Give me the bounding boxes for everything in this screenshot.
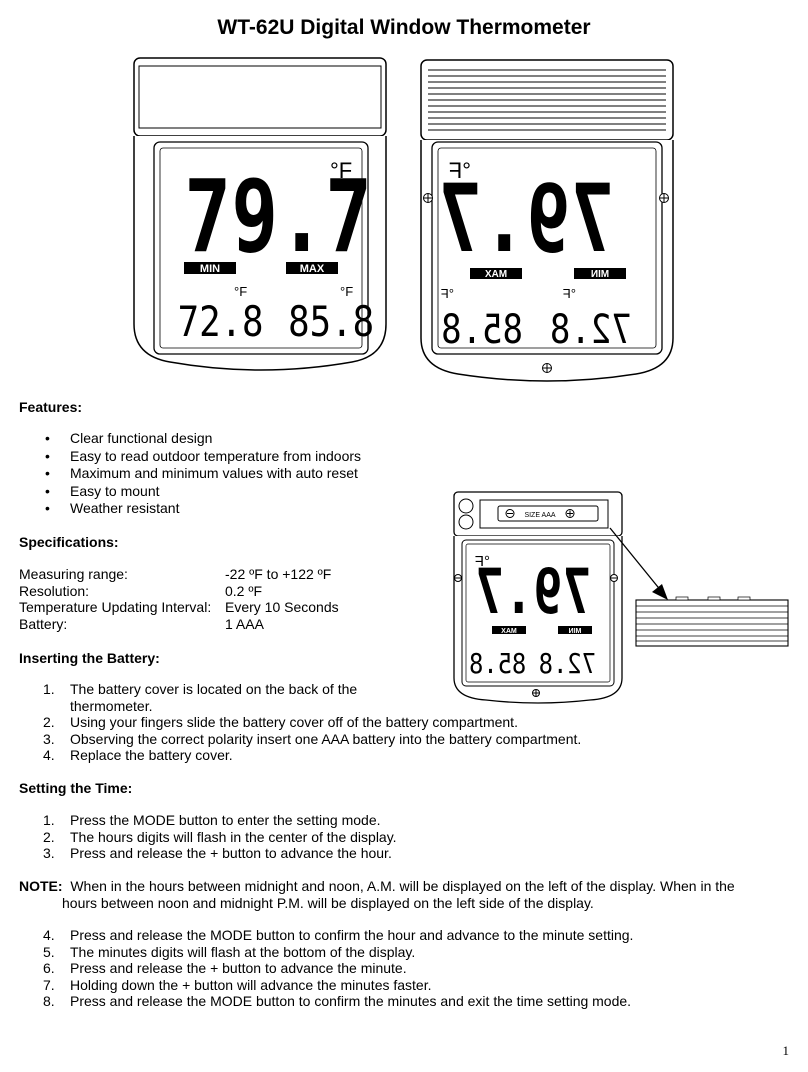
specifications-heading: Specifications: [19,534,119,550]
step-number: 3. [43,730,55,747]
list-item: Maximum and minimum values with auto res… [19,465,439,483]
step-text: Press and release the MODE button to con… [70,993,632,1009]
page-number: 1 [782,1043,790,1058]
rear-min-value: 72.8 [550,306,632,352]
step-text: Press and release the + button to advanc… [70,845,392,861]
step-number: 4. [43,747,55,763]
step-number: 8. [43,993,55,1009]
step-text: The battery cover is located on the back… [70,681,358,697]
step-text: Observing the correct polarity insert on… [70,730,582,747]
battery-size-label: SIZE AAA [524,512,555,519]
step-text: Holding down the + button will advance t… [70,976,432,993]
rear-max-unit: °F [441,286,454,301]
step-number: 2. [43,828,55,845]
specifications-table: Measuring range: -22 ºF to +122 ºF Resolu… [19,566,339,632]
step-text: Replace the battery cover. [70,747,233,763]
rear-min-label: MIN [591,269,609,280]
list-item: 8. Press and release the MODE button to c… [19,993,779,1010]
list-item: 3. Press and release the + button to adva… [19,845,779,862]
step-number: 1. [43,681,55,697]
rear-max-value: 85.8 [441,306,523,352]
list-item: 4. Replace the battery cover. [19,747,779,764]
step-text: Using your fingers slide the battery cov… [70,714,518,730]
step-number: 7. [43,976,55,993]
front-min-label: MIN [200,263,220,275]
list-item: Easy to read outdoor temperature from in… [19,448,439,466]
setting-time-heading: Setting the Time: [19,780,133,796]
step-text: Press the MODE button to enter the setti… [70,812,381,828]
step-text: Press and release the + button to advanc… [70,960,407,976]
step-text: The hours digits will flash in the cente… [70,828,397,845]
spec-value: -22 ºF to +122 ºF [225,566,332,582]
inserting-battery-heading: Inserting the Battery: [19,650,160,666]
spec-label: Temperature Updating Interval: [19,599,212,615]
small-max-label: MAX [501,628,517,635]
list-item: Weather resistant [19,500,439,518]
step-number: 2. [43,714,55,730]
list-item: 2. The hours digits will flash in the cen… [19,829,779,846]
spec-label: Resolution: [19,582,90,599]
list-item: 1. The battery cover is located on the ba… [19,681,779,714]
list-item: 1. Press the MODE button to enter the set… [19,812,779,829]
list-item: 3. Observing the correct polarity insert … [19,731,779,748]
step-text: Press and release the MODE button to con… [70,927,634,943]
time-steps-list-b: 4. Press and release the MODE button to c… [19,927,779,1010]
battery-compartment-illustration: SIZE AAA 79.7 °F MIN MAX 72.8 85.8 [453,491,789,704]
list-item: 6. Press and release the + button to adva… [19,960,779,977]
spec-label: Measuring range: [19,566,128,582]
note-line-1: When in the hours between midnight and n… [70,878,735,894]
small-main-unit: °F [475,553,490,570]
rear-max-label: MAX [485,269,508,280]
front-main-unit: °F [330,158,352,183]
step-number: 1. [43,812,55,828]
features-list: Clear functional design Easy to read out… [19,430,439,518]
table-row: Battery: 1 AAA [19,616,339,633]
rear-main-unit: °F [449,158,471,183]
features-heading: Features: [19,399,83,415]
front-min-unit: °F [234,284,247,299]
battery-steps-list: 1. The battery cover is located on the ba… [19,681,779,764]
spec-value: 1 AAA [225,615,264,632]
document-title: WT-62U Digital Window Thermometer [217,16,591,39]
spec-label: Battery: [19,615,68,632]
list-item: Easy to mount [19,483,439,501]
step-number: 5. [43,943,55,960]
list-item: 5. The minutes digits will flash at the b… [19,944,779,961]
rear-min-unit: °F [563,286,576,301]
step-text-cont: thermometer. [70,697,153,714]
list-item: Clear functional design [19,430,439,448]
rear-main-temp: 79.7 [438,164,615,273]
small-min-label: MIN [569,628,582,635]
table-row: Measuring range: -22 ºF to +122 ºF [19,566,339,583]
front-max-label: MAX [300,263,325,275]
spec-value: 0.2 ºF [225,582,263,599]
thermometer-rear-illustration: 79.7 °F MIN MAX 72.8 °F 85.8 °F [420,59,674,382]
small-max-value: 85.8 [469,648,526,680]
note-line-2: hours between noon and midnight P.M. wil… [62,895,594,911]
table-row: Resolution: 0.2 ºF [19,583,339,600]
front-max-value: 85.8 [288,298,374,346]
step-number: 6. [43,960,55,976]
step-text: The minutes digits will flash at the bot… [70,943,416,960]
step-number: 3. [43,845,55,861]
front-min-value: 72.8 [178,298,264,346]
list-item: 2. Using your fingers slide the battery c… [19,714,779,731]
small-min-value: 72.8 [539,648,596,680]
note-label: NOTE: [19,878,63,894]
time-steps-list-a: 1. Press the MODE button to enter the set… [19,812,779,862]
front-max-unit: °F [340,284,353,299]
table-row: Temperature Updating Interval: Every 10 S… [19,599,339,616]
step-number: 4. [43,927,55,943]
note-block: NOTE: When in the hours between midnight… [19,878,789,912]
spec-value: Every 10 Seconds [225,599,339,615]
list-item: 4. Press and release the MODE button to c… [19,927,779,944]
front-main-temp: 79.7 [184,160,372,276]
list-item: 7. Holding down the + button will advance… [19,977,779,994]
small-main-temp: 79.7 [475,556,591,628]
thermometer-front-illustration: 79.7 °F MIN MAX 72.8 °F 85.8 °F [133,57,387,371]
